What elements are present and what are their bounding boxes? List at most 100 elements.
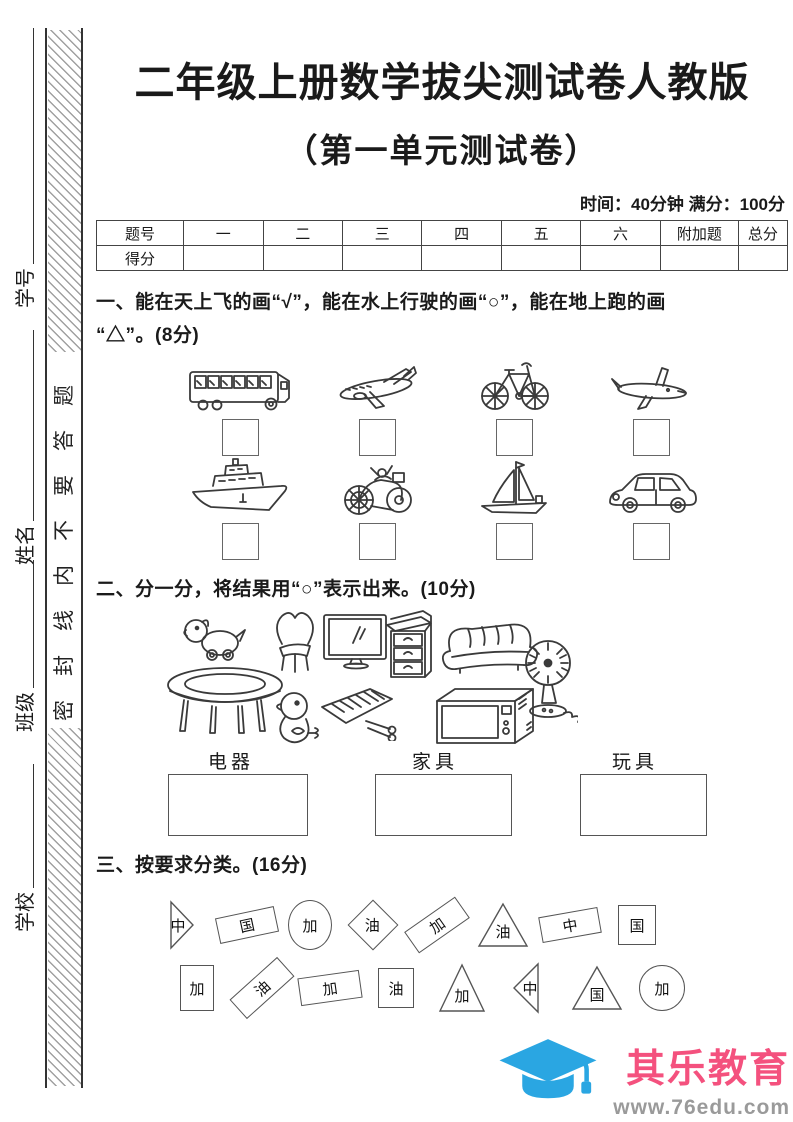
student-number-fill-line[interactable] [33,28,34,264]
q1-item-sailboat [446,461,583,561]
shape-circle: 加 [288,900,332,951]
seal-border-line-left [45,28,47,1088]
question2-items: 电器 家具 玩具 [150,607,750,840]
brand-name: 其乐教育 [625,1048,790,1091]
shape-diamond: 油 [347,899,399,951]
score-cell[interactable] [659,245,739,271]
score-header-cell: 题号 [95,220,185,246]
shape-label: 中 [561,917,580,937]
q1-item-bus [172,360,309,457]
category-label-furniture: 家具 [412,752,459,774]
graduation-cap-icon [495,1034,601,1119]
score-header-cell: 三 [341,220,423,246]
category-label-appliances: 电器 [208,752,255,774]
drawer-cabinet-icon [383,607,437,686]
answer-box[interactable] [496,523,533,561]
airplane-icon [332,360,424,412]
score-cell[interactable] [737,245,789,271]
answer-box[interactable] [633,419,670,457]
shape-rect: 国 [214,906,280,945]
score-header-cell: 六 [580,220,661,246]
score-cell[interactable] [262,245,343,271]
bus-icon [187,360,295,412]
score-cell[interactable] [421,245,502,271]
paper-title: 二年级上册数学拔尖测试卷人教版 [134,61,750,105]
seal-border-line-right [81,28,83,1088]
score-table: 题号 一 二 三 四 五 六 附加题 总分 得分 [95,220,789,271]
question1-line1: 一、能在天上飞的画“√”，能在水上行驶的画“○”，能在地上跑的画 [96,292,666,313]
name-field: 姓名 [10,330,40,565]
score-cell[interactable] [341,245,423,271]
paper-subtitle: （第一单元测试卷） [284,132,600,169]
answer-box[interactable] [359,419,396,457]
shape-label: 油 [495,924,511,941]
answer-box[interactable] [359,523,396,561]
q1-item-car [583,464,720,561]
score-header-cell: 五 [500,220,582,246]
seal-hatch-top [48,30,81,352]
question2-text: 二、分一分，将结果用“○”表示出来。(10分) [96,579,476,601]
answer-box[interactable] [496,419,533,457]
shape-triangle-up: 国 [571,965,623,1011]
answer-box[interactable] [222,523,259,561]
q1-item-ship [172,458,309,561]
q1-item-motorcycle [309,464,446,561]
furniture-answer-box[interactable] [375,774,512,837]
ship-icon [189,458,293,516]
seal-hatch-bottom [48,728,81,1086]
shape-label: 加 [654,981,670,998]
brand-url[interactable]: www.76edu.com [613,1096,790,1119]
electric-fan-icon [520,637,581,738]
name-label: 姓名 [15,525,37,565]
q1-item-bicycle [446,360,583,457]
school-field: 学校 [10,764,40,932]
answer-box[interactable] [222,419,259,457]
seal-notice-text: 密封线内不要答题 [52,361,76,721]
score-cell[interactable] [183,245,264,271]
score-cell[interactable] [580,245,661,271]
answer-box[interactable] [633,523,670,561]
score-header-cell: 总分 [737,220,789,246]
shape-rect: 中 [538,907,602,944]
class-field: 班级 [10,560,40,732]
q1-item-jet [583,360,720,457]
question1-text: 一、能在天上飞的画“√”，能在水上行驶的画“○”，能在地上跑的画 “△”。(8分… [96,287,788,352]
class-fill-line[interactable] [33,560,34,688]
question1-line2: “△”。(8分) [96,324,200,346]
score-cell[interactable] [500,245,582,271]
shape-label: 加 [454,988,470,1005]
appliances-answer-box[interactable] [168,774,308,837]
name-fill-line[interactable] [33,330,34,521]
student-number-field: 学号 [10,28,40,308]
car-icon [604,464,700,516]
shape-triangle-up: 加 [438,963,486,1013]
shape-triangle-left: 中 [512,962,540,1015]
shape-rect: 加 [404,896,470,954]
jet-plane-icon [608,360,696,412]
shape-label: 国 [629,918,645,935]
motorcycle-icon [337,464,419,516]
shape-square: 国 [618,905,656,946]
paper-content: 二年级上册数学拔尖测试卷人教版 （第一单元测试卷） 时间：40分钟 满分：100… [95,0,789,1037]
school-fill-line[interactable] [33,764,34,888]
shape-triangle-right: 中 [169,900,195,951]
toy-xylophone-icon [318,685,402,746]
student-number-label: 学号 [15,268,37,308]
toy-dog-icon [180,615,248,666]
shape-circle: 加 [639,965,685,1012]
shape-label: 加 [427,915,449,938]
shape-label: 油 [252,978,274,1001]
score-table-score-row: 得分 [95,245,789,271]
shape-label: 中 [170,918,186,935]
score-header-cell: 附加题 [659,220,739,246]
toys-answer-box[interactable] [580,774,707,837]
time-score-info: 时间：40分钟 满分：100分 [580,195,785,214]
shape-label: 国 [589,987,605,1004]
school-label: 学校 [15,892,37,932]
microwave-icon [433,685,537,752]
shape-rect: 油 [229,957,295,1020]
class-label: 班级 [15,692,37,732]
shape-square: 油 [378,968,414,1009]
bicycle-icon [477,360,553,412]
chair-icon [270,610,320,679]
